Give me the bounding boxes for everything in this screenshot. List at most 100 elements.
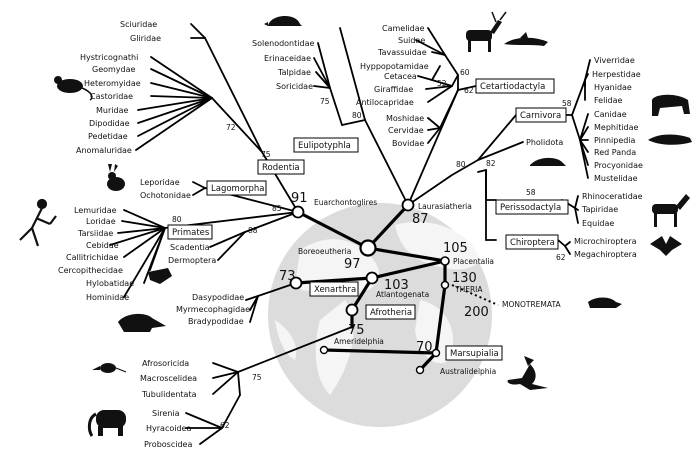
node-theria: THERIA	[454, 285, 483, 294]
taxon-hyppopotamidae: Hyppopotamidae	[360, 62, 429, 71]
taxon-erinaceidae: Erinaceidae	[264, 54, 311, 63]
taxon-mephitidae: Mephitidae	[594, 123, 639, 132]
age-euarchontoglires: 91	[291, 191, 308, 206]
taxon-pholidota: Pholidota	[526, 138, 563, 147]
taxon-tapiridae: Tapiridae	[581, 205, 618, 214]
cetartiodactyla-branches	[407, 27, 477, 206]
age-rodent-inner: 72	[226, 123, 236, 132]
taxon-canidae: Canidae	[594, 110, 627, 119]
clade-box-afrotheria	[365, 304, 416, 320]
age-afrotheria: 75	[348, 323, 365, 338]
taxon-pinnipedia: Pinnipedia	[594, 136, 636, 145]
primates-branches	[109, 209, 299, 298]
bat-icon	[650, 236, 682, 256]
clade-lagomorpha: Lagomorpha	[211, 184, 265, 194]
node-ameridelphia: Ameridelphia	[334, 337, 384, 346]
node-laurasiatheria: Laurasiatheria	[418, 202, 472, 211]
age-placentalia: 105	[443, 241, 468, 256]
laurasiatheria-branches	[407, 141, 579, 255]
clade-box-cetartiodactyla	[475, 78, 555, 94]
taxon-megachiroptera: Megachiroptera	[574, 250, 637, 259]
taxon-soricidae: Soricidae	[276, 82, 313, 91]
taxon-castoridae: Castoridae	[90, 92, 133, 101]
taxon-antilocapridae: Antilocapridae	[356, 98, 414, 107]
age-afro-75: 75	[252, 373, 262, 382]
taxon-geomydae: Geomydae	[92, 65, 136, 74]
taxon-myrmecophagidae: Myrmecophagidae	[176, 305, 250, 314]
age-cet-60: 60	[460, 68, 470, 77]
node-australidelphia: Australidelphia	[440, 367, 496, 376]
taxon-leporidae: Leporidae	[140, 178, 180, 187]
taxon-dasypodidae: Dasypodidae	[192, 293, 244, 302]
taxon-anomaluridae: Anomaluridae	[76, 146, 132, 155]
taxon-dipodidae: Dipodidae	[89, 119, 130, 128]
node-placentalia: Placentalia	[453, 257, 494, 266]
age-perissodactyla: 58	[526, 188, 536, 197]
hedgehog-icon	[264, 15, 302, 26]
taxon-solenodontidae: Solenodontidae	[252, 39, 314, 48]
taxon-hyracoidea: Hyracoidea	[146, 424, 191, 433]
taxon-talpidae: Talpidae	[277, 68, 311, 77]
age-cet-52: 52	[437, 79, 447, 88]
dolphin-icon	[504, 32, 548, 46]
taxon-muridae: Muridae	[96, 106, 128, 115]
clade-xenarthra: Xenarthra	[314, 285, 356, 295]
taxon-mustelidae: Mustelidae	[594, 174, 638, 183]
clade-box-chiroptera	[505, 234, 559, 250]
monkey-icon	[19, 198, 57, 247]
taxon-bovidae: Bovidae	[392, 139, 424, 148]
rodentia-branches	[135, 23, 299, 213]
kangaroo-icon	[507, 356, 548, 390]
taxon-hyanidae: Hyanidae	[594, 83, 632, 92]
age-atlantogenata: 103	[384, 278, 409, 293]
clade-box-perissodactyla	[495, 199, 569, 215]
pangolin-icon	[530, 157, 566, 166]
taxon-tubulidentata: Tubulidentata	[141, 390, 197, 399]
taxon-giraffidae: Giraffidae	[374, 85, 413, 94]
clade-rodentia: Rodentia	[262, 163, 300, 173]
clade-carnivora: Carnivora	[520, 111, 561, 121]
clade-marsupialia: Marsupialia	[450, 349, 499, 359]
taxon-loridae: Loridae	[86, 217, 116, 226]
node-atlantogenata: Atlantogenata	[376, 290, 429, 299]
taxon-cercopithecidae: Cercopithecidae	[58, 266, 123, 275]
taxon-suidae: Suidae	[398, 36, 425, 45]
taxon-lemuridae: Lemuridae	[74, 206, 117, 215]
elephant-shrew-icon	[92, 363, 127, 373]
clade-box-lagomorpha	[206, 180, 267, 196]
clade-box-rodentia	[257, 159, 305, 175]
age-rodentia: 75	[261, 150, 271, 159]
clade-box-xenarthra	[309, 281, 359, 297]
age-marsupialia: 70	[416, 340, 433, 355]
node-circles	[289, 198, 450, 375]
clade-perissodactyla: Perissodactyla	[500, 203, 561, 213]
lion-icon	[652, 94, 690, 116]
taxon-rhinoceratidae: Rhinoceratidae	[582, 192, 643, 201]
taxon-callitrichidae: Callitrichidae	[66, 253, 118, 262]
node-boreoeutheria: Boreoeutheria	[298, 247, 351, 256]
clade-cetartiodactyla: Cetartiodactyla	[480, 82, 545, 92]
age-cet-62: 62	[464, 86, 474, 95]
taxon-pedetidae: Pedetidae	[88, 132, 128, 141]
taxon-gliridae: Gliridae	[130, 34, 161, 43]
taxon-cetacea: Cetacea	[384, 72, 417, 81]
clade-primates: Primates	[172, 228, 210, 238]
age-eulipotyphla: 80	[352, 111, 362, 120]
taxon-hominidae: Hominidae	[86, 293, 129, 302]
age-chiroptera: 62	[556, 253, 566, 262]
horse-icon	[652, 194, 690, 227]
node-euarchontoglires: Euarchontoglires	[314, 198, 377, 207]
age-xenarthra: 73	[279, 269, 296, 284]
anteater-icon	[118, 313, 166, 332]
taxon-moshidae: Moshidae	[386, 114, 424, 123]
clade-box-primates	[167, 224, 213, 240]
taxon-tavassuidae: Tavassuidae	[377, 48, 427, 57]
taxon-cervidae: Cervidae	[388, 126, 424, 135]
age-laur-82: 82	[486, 159, 496, 168]
age-afro-62: 62	[220, 421, 230, 430]
taxon-viverridae: Viverridae	[594, 56, 635, 65]
clade-afrotheria: Afrotheria	[370, 308, 412, 318]
taxon-bradypodidae: Bradypodidae	[188, 317, 244, 326]
taxon-hylobatidae: Hylobatidae	[86, 279, 134, 288]
